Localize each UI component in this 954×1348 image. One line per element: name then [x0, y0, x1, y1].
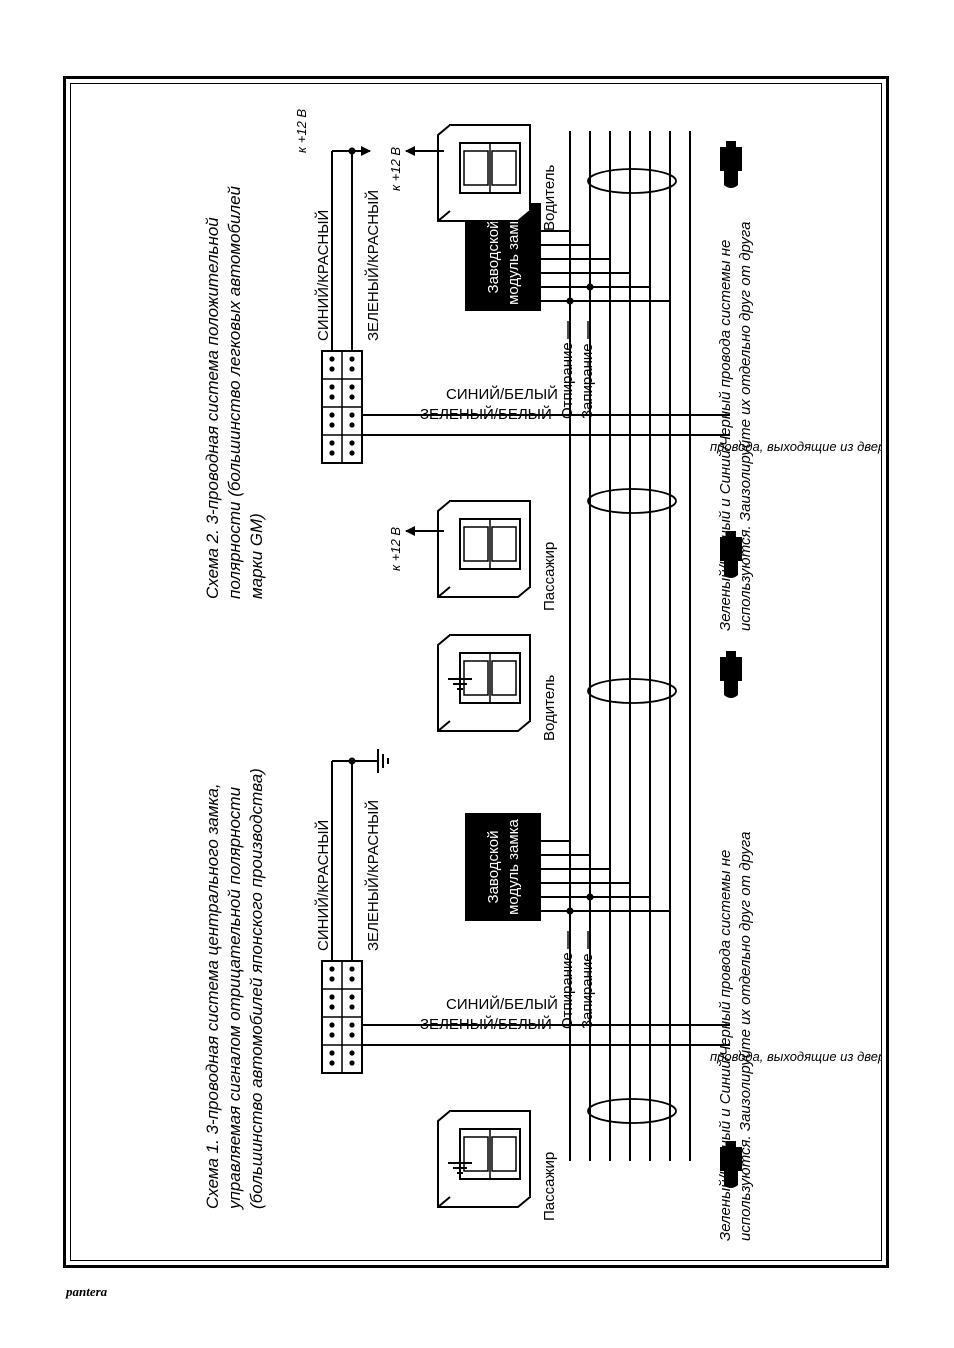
scheme2-label-plus12-top: к +12 В — [294, 109, 309, 153]
page-frame-inner — [70, 83, 882, 1261]
scheme2-label-driver: Водитель — [541, 165, 558, 231]
scheme1-ground-icon — [355, 748, 389, 774]
scheme2: Схема 2. 3-проводная система положительн… — [203, 109, 882, 631]
scheme2-title-line1: Схема 2. 3-проводная система положительн… — [203, 217, 222, 599]
scheme1-cable-tie-right — [587, 678, 677, 704]
scheme2-label-green-white: ЗЕЛЕНЫЙ/БЕЛЫЙ — [420, 405, 552, 423]
scheme1-title-line2: управляемая сигналом отрицательной поляр… — [225, 786, 244, 1210]
scheme2-module-line2: модуль замка — [505, 208, 522, 304]
scheme2-driver-actuator — [437, 124, 531, 222]
scheme2-label-blue-white: СИНИЙ/БЕЛЫЙ — [446, 385, 558, 403]
scheme2-cable-tie-right — [587, 168, 677, 194]
scheme2-label-door-wires: провода, выходящие из двери — [710, 439, 882, 454]
scheme1-label-blue-red: СИНИЙ/КРАСНЫЙ — [314, 820, 332, 951]
scheme1-driver-plug — [720, 651, 742, 698]
scheme1: Схема 1. 3-проводная система центральног… — [203, 243, 882, 1241]
scheme1-title-line1: Схема 1. 3-проводная система центральног… — [203, 783, 222, 1209]
scheme1-title-line3: (большинство автомобилей японского произ… — [247, 768, 266, 1209]
scheme1-label-green-red: ЗЕЛЕНЫЙ/КРАСНЫЙ — [364, 800, 382, 951]
scheme2-label-passenger: Пассажир — [541, 542, 558, 611]
scheme1-label-green-white: ЗЕЛЕНЫЙ/БЕЛЫЙ — [420, 1015, 552, 1033]
scheme2-label-plus12-passenger: к +12 В — [388, 527, 403, 571]
scheme1-label-driver: Водитель — [541, 675, 558, 741]
scheme2-title-line3: марки GM) — [247, 513, 266, 599]
scheme2-label-lock: Запирание — [579, 343, 596, 419]
scheme2-module-line1: Заводской — [485, 221, 502, 294]
scheme1-module-line2: модуль замка — [505, 818, 522, 914]
scheme2-note-line2: используются. Заизолируйте их отдельно д… — [737, 222, 754, 631]
scheme2-note-line1: Зеленый/Черный и Синий/Черный провода си… — [717, 240, 734, 631]
scheme2-title-line2: полярности (большинство легковых автомоб… — [225, 185, 244, 599]
scheme2-passenger-actuator — [437, 500, 531, 598]
scheme1-label-lock: Запирание — [579, 953, 596, 1029]
scheme2-lock-module — [465, 203, 541, 311]
scheme1-passenger-actuator — [437, 1110, 531, 1208]
scheme1-note-line2: используются. Заизолируйте их отдельно д… — [737, 832, 754, 1241]
scheme2-connector — [321, 350, 363, 464]
pantera-logo: pantera — [66, 1284, 108, 1299]
scheme2-label-plus12-driver: к +12 В — [388, 147, 403, 191]
scheme1-label-blue-white: СИНИЙ/БЕЛЫЙ — [446, 995, 558, 1013]
scheme1-note-line1: Зеленый/Черный и Синий/Черный провода си… — [717, 850, 734, 1241]
scheme2-label-green-red: ЗЕЛЕНЫЙ/КРАСНЫЙ — [364, 190, 382, 341]
scheme2-label-unlock: Отпирание — [559, 342, 576, 419]
scheme1-driver-actuator — [437, 634, 531, 732]
scheme1-module-line1: Заводской — [485, 831, 502, 904]
scheme1-label-unlock: Отпирание — [559, 952, 576, 1029]
diagram-rotated: Схема 1. 3-проводная система центральног… — [70, 83, 882, 1261]
scheme1-label-passenger: Пассажир — [541, 1152, 558, 1221]
scheme2-cable-tie-left — [587, 488, 677, 514]
scheme1-connector — [321, 960, 363, 1074]
scheme1-lock-module — [465, 813, 541, 921]
page-frame-outer — [63, 76, 889, 1268]
scheme2-driver-plug — [720, 141, 742, 188]
scheme1-label-door-wires: провода, выходящие из двери — [710, 1049, 882, 1064]
scheme2-label-blue-red: СИНИЙ/КРАСНЫЙ — [314, 210, 332, 341]
scheme1-cable-tie-left — [587, 1098, 677, 1124]
